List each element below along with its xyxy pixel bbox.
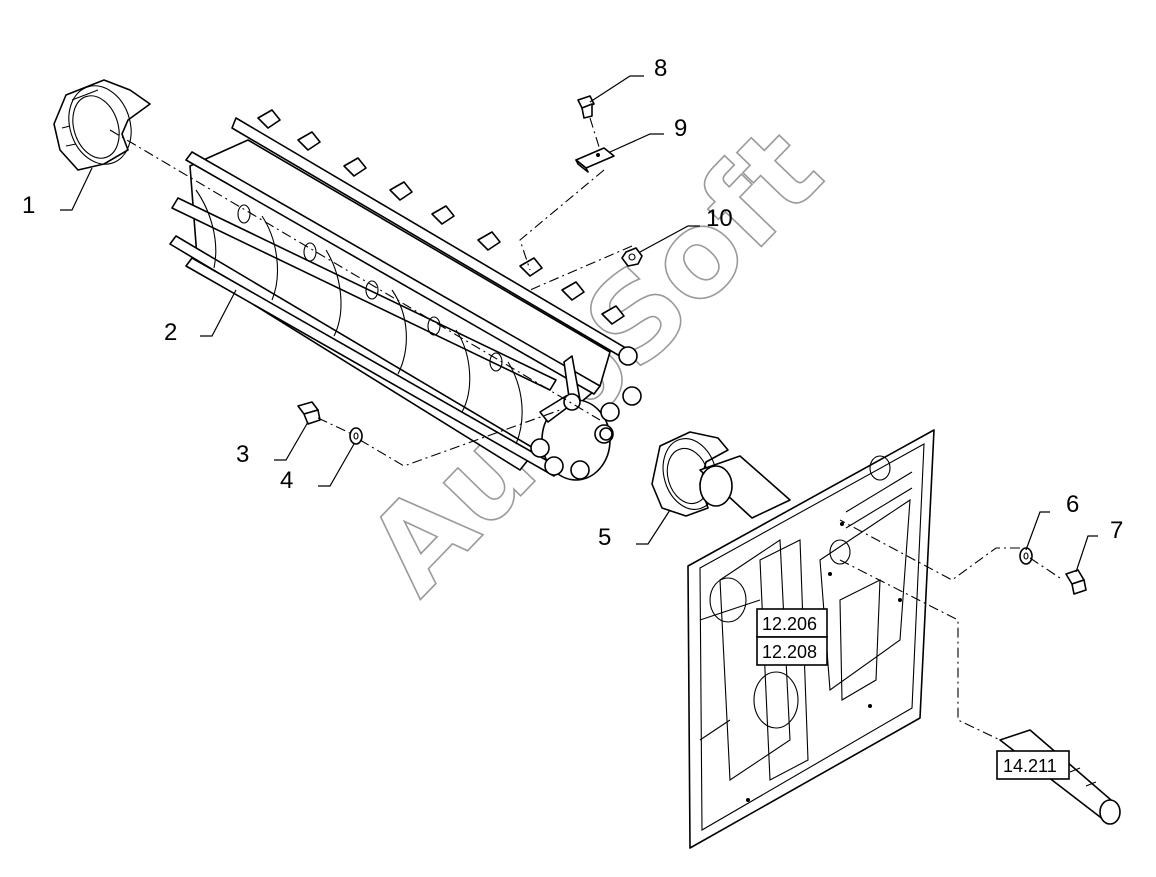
callout-7: 7 <box>1110 517 1123 544</box>
part-6-washer <box>1019 547 1033 565</box>
callout-8: 8 <box>654 55 667 82</box>
callout-2: 2 <box>164 319 177 346</box>
part-7-bolt <box>1065 569 1087 595</box>
callout-10: 10 <box>706 205 733 232</box>
callout-9: 9 <box>674 115 687 142</box>
svg-text:14.211: 14.211 <box>1003 756 1057 776</box>
part-4-washer <box>349 427 363 445</box>
part-9-bracket-plate <box>575 147 615 173</box>
svg-text:12.208: 12.208 <box>762 642 817 662</box>
part-10-nut <box>621 247 643 267</box>
drum-fins <box>257 109 625 325</box>
part-1-bearing-ring <box>53 79 151 171</box>
svg-text:12.206: 12.206 <box>762 614 817 634</box>
part-3-bolt <box>297 401 321 425</box>
callout-6: 6 <box>1066 491 1079 518</box>
callout-5: 5 <box>598 524 611 551</box>
assembly-lines <box>109 117 1061 741</box>
ref-box-14-211: 14.211 <box>996 750 1070 780</box>
part-8-bolt <box>577 95 595 119</box>
ref-box-12-206: 12.206 <box>756 608 828 638</box>
part-2-beater-drum <box>169 109 642 481</box>
callout-4: 4 <box>280 467 293 494</box>
callout-labels: 1 2 3 4 5 6 7 8 9 10 <box>22 55 1123 551</box>
callout-3: 3 <box>236 441 249 468</box>
ref-box-12-208: 12.208 <box>756 636 828 666</box>
drum-end-plate <box>530 346 642 481</box>
leader-lines <box>60 75 1098 573</box>
reference-boxes: 12.206 12.208 14.211 <box>756 608 1070 780</box>
drum-rods <box>169 117 637 477</box>
callout-1: 1 <box>22 192 35 219</box>
